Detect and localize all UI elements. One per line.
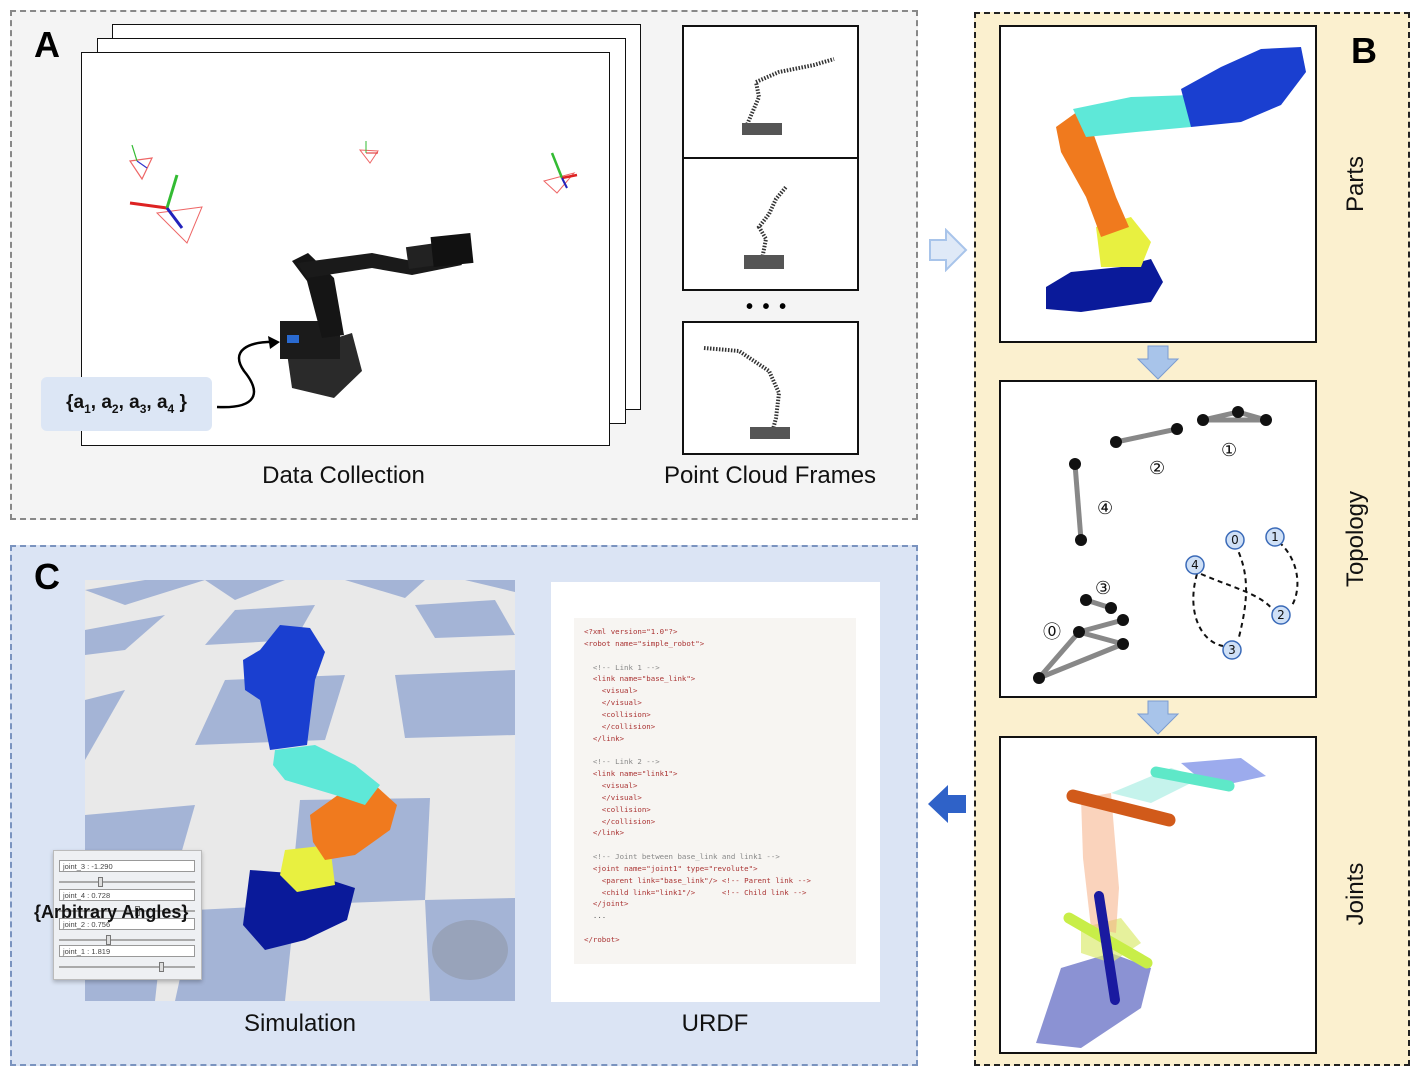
urdf-code-line: </collision> — [584, 816, 656, 826]
joint-angles-box: {a1, a2, a3, a4 } — [41, 377, 212, 431]
arrow-b-to-c-icon — [928, 785, 966, 823]
panel-a-letter: A — [34, 24, 60, 65]
slider-knob-joint-4[interactable] — [134, 906, 140, 916]
urdf-code-line — [584, 650, 846, 662]
urdf-code-line: <link name="link1"> — [584, 769, 678, 779]
simulation-caption: Simulation — [243, 1010, 357, 1037]
slider-label-joint-3: joint_3 : -1.290 — [59, 860, 195, 872]
point-cloud-caption: Point Cloud Frames — [663, 462, 877, 489]
urdf-code-line — [584, 744, 846, 756]
urdf-code-line: <parent link="base_link"/> <!-- Parent l… — [584, 875, 811, 885]
urdf-code-line: <collision> — [584, 804, 651, 814]
point-cloud-frame-2 — [682, 157, 859, 291]
camera-axis-icon — [358, 141, 379, 164]
urdf-code-line: </link> — [584, 733, 625, 743]
urdf-code-line: <!-- Link 1 --> — [584, 662, 660, 672]
urdf-code-line: <link name="base_link"> — [584, 674, 696, 684]
topology-number-1: ① — [1221, 440, 1237, 461]
urdf-code-line: </joint> — [584, 899, 629, 909]
urdf-code-line: <collision> — [584, 709, 651, 719]
slider-label-joint-2: joint_2 : 0.756 — [59, 918, 195, 930]
point-cloud-icon — [744, 185, 788, 269]
joints-frame — [999, 736, 1317, 1054]
slider-knob-joint-2[interactable] — [106, 935, 112, 945]
panel-c-letter: C — [34, 556, 60, 597]
slider-knob-joint-1[interactable] — [158, 962, 164, 972]
slider-track[interactable] — [59, 939, 195, 941]
graph-node-0: 0 — [1231, 533, 1239, 547]
graph-node-2: 2 — [1277, 608, 1285, 622]
slider-track[interactable] — [59, 966, 195, 968]
arrow-down-icon — [1136, 345, 1180, 380]
joint-slider-panel: joint_3 : -1.290 joint_4 : 0.728 joint_2… — [53, 850, 202, 980]
slider-knob-joint-3[interactable] — [98, 877, 104, 887]
urdf-code-line: <!-- Link 2 --> — [584, 757, 660, 767]
panel-b-letter: B — [1351, 30, 1377, 71]
arbitrary-angles-label: {Arbitrary Angles} — [34, 902, 189, 922]
urdf-code-line: </visual> — [584, 698, 642, 708]
graph-node-4: 4 — [1191, 558, 1199, 572]
data-collection-caption: Data Collection — [262, 462, 425, 489]
segmented-robot-parts — [1046, 47, 1306, 312]
urdf-code-line: <robot name="simple_robot"> — [584, 638, 705, 648]
topology-label: Topology — [1342, 490, 1369, 588]
joint-angles-label: {a1, a2, a3, a4 } — [66, 392, 187, 416]
urdf-code-line: <visual> — [584, 686, 638, 696]
point-cloud-frame-3 — [682, 321, 859, 455]
arrow-a-to-b-icon — [929, 228, 968, 272]
camera-axis-icon — [542, 152, 578, 194]
urdf-code-line: <?xml version="1.0"?> — [584, 627, 678, 636]
camera-scene — [128, 141, 578, 409]
urdf-code-line: <!-- Joint between base_link and link1 -… — [584, 852, 780, 862]
graph-node-3: 3 — [1228, 643, 1236, 657]
ellipsis: • • • — [746, 296, 789, 318]
point-cloud-frame-1 — [682, 25, 859, 159]
robot-arm-photo — [280, 232, 474, 398]
camera-axis-icon — [128, 144, 154, 181]
arrow-down-icon — [1136, 700, 1180, 735]
parts-frame — [999, 25, 1317, 343]
parts-label: Parts — [1342, 156, 1369, 213]
urdf-caption: URDF — [681, 1010, 749, 1037]
slider-track[interactable] — [59, 881, 195, 883]
topology-number-0: ⓪ — [1043, 622, 1061, 643]
point-cloud-icon — [742, 57, 835, 135]
urdf-code-line: <visual> — [584, 780, 638, 790]
urdf-code-line: </visual> — [584, 792, 642, 802]
urdf-code-line: <joint name="joint1" type="revolute"> — [584, 863, 758, 873]
topology-frame: ① ② ③ ④ ⓪ 0 1 2 3 4 — [999, 380, 1317, 698]
point-cloud-icon — [703, 346, 790, 439]
topology-number-2: ② — [1149, 458, 1165, 479]
topology-number-3: ③ — [1095, 578, 1111, 599]
topology-graph: ① ② ③ ④ ⓪ 0 1 2 3 4 — [1033, 406, 1299, 684]
slider-label-joint-1: joint_1 : 1.819 — [59, 945, 195, 957]
urdf-code-block: <?xml version="1.0"?> <robot name="simple… — [574, 618, 856, 964]
urdf-code-line — [584, 922, 846, 934]
camera-axis-icon — [129, 174, 203, 244]
urdf-code-line: <child link="link1"/> <!-- Child link --… — [584, 887, 807, 897]
urdf-code-line: </link> — [584, 828, 625, 838]
urdf-code-line: </collision> — [584, 721, 656, 731]
urdf-code-line: </robot> — [584, 934, 620, 944]
urdf-code-line — [584, 839, 846, 851]
curved-arrow — [216, 340, 278, 409]
joint-axes-point-cloud — [1036, 758, 1266, 1048]
urdf-code-line: ... — [584, 911, 607, 921]
joints-label: Joints — [1342, 862, 1369, 926]
slider-track[interactable] — [59, 910, 195, 912]
graph-node-1: 1 — [1271, 530, 1279, 544]
topology-number-4: ④ — [1097, 498, 1113, 519]
slider-label-joint-4: joint_4 : 0.728 — [59, 889, 195, 901]
